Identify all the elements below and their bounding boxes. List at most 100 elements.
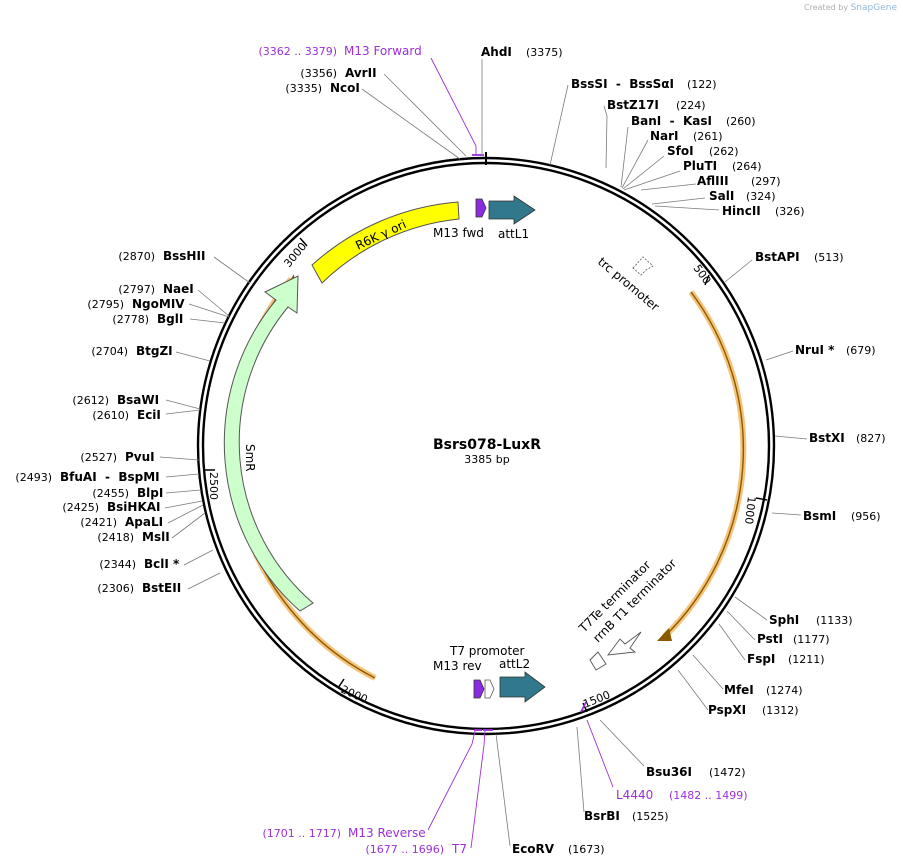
- primer-leader-lines: [427, 57, 614, 849]
- tick-marks: [205, 152, 768, 713]
- credit-prefix: Created by: [804, 3, 849, 12]
- orange-arc-right-core: [663, 291, 745, 638]
- enzyme-name: SfoI: [667, 144, 694, 158]
- m13-fwd-label: M13 fwd: [433, 226, 484, 240]
- enzyme-pos: (513): [814, 251, 844, 264]
- attl1-arrow: [488, 195, 536, 225]
- credit-brand: SnapGene: [850, 3, 897, 13]
- smr-arrow: [223, 275, 314, 612]
- enzyme-name: HincII: [722, 204, 761, 218]
- t7te-terminator-icon: [589, 651, 607, 671]
- enzyme-pos: (2610): [92, 409, 129, 422]
- enzyme-pos: (679): [846, 344, 876, 357]
- enzyme-name: NgoMIV: [132, 297, 185, 311]
- enzyme-name: BsrBI: [584, 809, 620, 823]
- primer-name: M13 Reverse: [348, 826, 426, 840]
- primer-labels: (3362 .. 3379) M13 Forward L4440 (1482 .…: [258, 44, 747, 856]
- enzyme-labels-left: (3356) AvrII (3335) NcoI (2870) BssHII (…: [15, 66, 376, 595]
- enzyme-name: AvrII: [345, 66, 377, 80]
- enzyme-pos: (3356): [300, 67, 337, 80]
- r6k-ori: [311, 201, 460, 284]
- leader-lines: [159, 59, 808, 847]
- enzyme-pos: (1312): [762, 704, 799, 717]
- snapgene-credit: Created by SnapGene: [804, 3, 897, 13]
- enzyme-name: NcoI: [330, 81, 360, 95]
- enzyme-pos: (1274): [766, 684, 803, 697]
- primer-name: T7: [451, 842, 467, 856]
- enzyme-name: EciI: [137, 408, 161, 422]
- enzyme-pos: (2306): [97, 582, 134, 595]
- m13-rev-label: M13 rev: [433, 659, 482, 673]
- enzyme-pos: (1525): [632, 810, 669, 823]
- enzyme-name: NaeI: [163, 282, 194, 296]
- plasmid-length: 3385 bp: [464, 453, 509, 466]
- enzyme-pos: (297): [751, 175, 781, 188]
- enzyme-name: BssSI - BssSαI: [571, 77, 674, 91]
- enzyme-name: BsmI: [803, 509, 836, 523]
- primer-pos: (1482 .. 1499): [669, 789, 748, 802]
- enzyme-pos: (2797): [118, 283, 155, 296]
- enzyme-name: PspXI: [708, 703, 746, 717]
- enzyme-name: MfeI: [724, 683, 754, 697]
- enzyme-name: PstI: [757, 632, 783, 646]
- enzyme-name: BanI - KasI: [631, 114, 712, 128]
- m13-rev-arrow: [473, 679, 485, 699]
- primer-pos: (1677 .. 1696): [365, 843, 444, 856]
- t7-promoter-arrow: [484, 679, 495, 699]
- tick-1000: 1000: [742, 496, 758, 525]
- enzyme-name: AflIII: [697, 174, 729, 188]
- trc-promoter-icon: [632, 256, 654, 276]
- enzyme-pos: (326): [775, 205, 805, 218]
- plasmid-name: Bsrs078-LuxR: [433, 437, 541, 453]
- enzyme-pos: (1177): [793, 633, 830, 646]
- enzyme-name: NruI *: [795, 343, 835, 357]
- enzyme-pos: (224): [676, 99, 706, 112]
- enzyme-pos: (122): [687, 78, 717, 91]
- enzyme-pos: (2493): [15, 471, 52, 484]
- enzyme-pos: (2425): [62, 501, 99, 514]
- t7-promoter-label: T7 promoter: [449, 644, 525, 658]
- enzyme-pos: (2527): [80, 451, 117, 464]
- m13-fwd-arrow: [475, 198, 487, 218]
- trc-label: trc promoter: [595, 255, 662, 314]
- enzyme-pos: (262): [709, 145, 739, 158]
- enzyme-pos: (2704): [91, 345, 128, 358]
- tick-2500: 2500: [207, 472, 220, 500]
- enzyme-name: PluTI: [683, 159, 717, 173]
- orange-arc-right-head: [657, 628, 672, 641]
- smr-label: SmR: [243, 444, 257, 472]
- enzyme-pos: (2795): [87, 298, 124, 311]
- enzyme-pos: (1133): [816, 614, 853, 627]
- enzyme-name: NarI: [650, 129, 679, 143]
- primer-pos: (1701 .. 1717): [262, 827, 341, 840]
- enzyme-pos: (2455): [92, 487, 129, 500]
- primer-pos: (3362 .. 3379): [258, 45, 337, 58]
- attl2-arrow: [499, 671, 546, 703]
- enzyme-name: SphI: [769, 613, 799, 627]
- enzyme-pos: (264): [732, 160, 762, 173]
- enzyme-name: BfuAI - BspMI: [60, 470, 160, 484]
- enzyme-name: FspI: [747, 652, 775, 666]
- enzyme-pos: (1673): [568, 843, 605, 856]
- enzyme-name: SalI: [709, 189, 734, 203]
- enzyme-name: BstAPI: [755, 250, 800, 264]
- enzyme-name: BclI *: [144, 557, 180, 571]
- enzyme-pos: (2418): [97, 531, 134, 544]
- enzyme-name: ApaLI: [125, 515, 163, 529]
- enzyme-pos: (261): [693, 130, 723, 143]
- enzyme-pos: (2870): [118, 250, 155, 263]
- enzyme-name: BsiHKAI: [107, 500, 161, 514]
- enzyme-pos: (2421): [80, 516, 117, 529]
- primer-name: L4440: [616, 788, 653, 802]
- l4440-primer-bar: [580, 701, 587, 713]
- enzyme-pos: (324): [746, 190, 776, 203]
- enzyme-pos: (1211): [788, 653, 825, 666]
- enzyme-name: PvuI: [125, 450, 155, 464]
- rrnb-terminator-icon: [607, 631, 642, 656]
- enzyme-name: BsaWI: [117, 393, 159, 407]
- enzyme-name: BssHII: [163, 249, 205, 263]
- enzyme-labels-right: AhdI (3375) BssSI - BssSαI (122) BstZ17I…: [481, 45, 886, 856]
- enzyme-name: BstXI: [809, 431, 845, 445]
- enzyme-name: MslI: [142, 530, 170, 544]
